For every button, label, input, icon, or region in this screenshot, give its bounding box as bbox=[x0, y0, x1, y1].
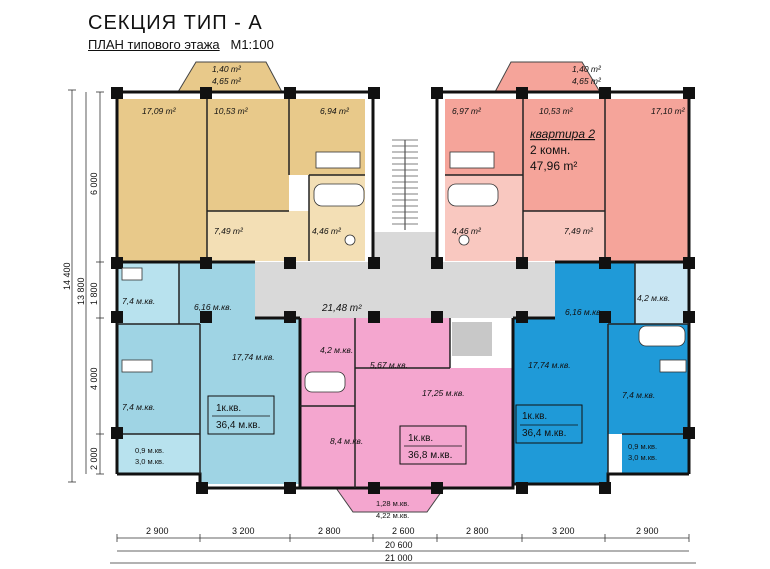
room-tl-17-09 bbox=[117, 99, 207, 261]
label-rb-room: 17,74 м.кв. bbox=[528, 360, 571, 370]
dim-bottom-segment: 2 900 bbox=[146, 526, 169, 536]
stair-steps bbox=[392, 139, 418, 230]
dim-bottom-inner: 20 600 bbox=[385, 540, 413, 550]
label-p-hall: 5,67 м.кв. bbox=[370, 360, 408, 370]
dim-bottom-segment: 2 800 bbox=[466, 526, 489, 536]
lb-apt-area: 36,4 м.кв. bbox=[216, 420, 260, 431]
label-lb-room: 17,74 м.кв. bbox=[232, 352, 275, 362]
label-tl-bath: 4,46 m² bbox=[312, 226, 342, 236]
dim-bottom-segment: 3 200 bbox=[552, 526, 575, 536]
columns bbox=[111, 87, 695, 494]
dim-bottom-segment: 2 900 bbox=[636, 526, 659, 536]
label-p-bath: 4,2 м.кв. bbox=[320, 345, 353, 355]
corridor bbox=[255, 262, 555, 318]
dim-left-total-outer: 14 400 bbox=[62, 262, 72, 290]
p-apt-box bbox=[399, 425, 467, 465]
dim-left-6000: 6 000 bbox=[89, 172, 99, 195]
label-tr-bath: 4,46 m² bbox=[452, 226, 482, 236]
label-rb-hall: 6,16 м.кв. bbox=[565, 307, 603, 317]
label-rb-balc-a: 0,9 м.кв. bbox=[628, 442, 657, 451]
rb-apt-area: 36,4 м.кв. bbox=[522, 428, 566, 439]
dim-left-4000: 4 000 bbox=[89, 367, 99, 390]
label-rb-balc-b: 3,0 м.кв. bbox=[628, 453, 657, 462]
label-tr-hall: 7,49 m² bbox=[564, 226, 594, 236]
dim-bottom-total: 21 000 bbox=[385, 553, 413, 563]
partitions bbox=[117, 99, 689, 488]
rb-apt-box bbox=[515, 404, 583, 444]
balcony-rb bbox=[622, 434, 689, 474]
label-p-room: 17,25 м.кв. bbox=[422, 388, 465, 398]
room-rb-room bbox=[513, 318, 608, 484]
label-tl-hall: 7,49 m² bbox=[214, 226, 244, 236]
subtitle-text: ПЛАН типового этажа bbox=[88, 37, 220, 52]
label-p-balc-b: 4,22 м.кв. bbox=[376, 511, 409, 520]
dim-left-total-inner: 13 800 bbox=[76, 277, 86, 305]
label-lb-kitchen: 7,4 м.кв. bbox=[122, 402, 155, 412]
room-p-bath bbox=[300, 318, 355, 406]
fixtures bbox=[121, 151, 687, 393]
dim-bottom-segment: 2 800 bbox=[318, 526, 341, 536]
label-tl-kitchen: 6,94 m² bbox=[320, 106, 350, 116]
label-rb-bath: 4,2 м.кв. bbox=[637, 293, 670, 303]
dim-left-1800: 1 800 bbox=[89, 282, 99, 305]
room-tr-hall bbox=[523, 211, 605, 261]
dim-bottom-segment: 2 600 bbox=[392, 526, 415, 536]
label-tl-room2: 10,53 m² bbox=[214, 106, 249, 116]
dim-left-2000: 2 000 bbox=[89, 447, 99, 470]
label-lb-bath: 7,4 м.кв. bbox=[122, 296, 155, 306]
label-corridor: 21,48 m² bbox=[321, 303, 362, 314]
label-balcony-tr-a: 1,40 m² bbox=[572, 64, 602, 74]
apt2-rooms: 2 комн. bbox=[530, 143, 570, 157]
label-balcony-tl-b: 4,65 m² bbox=[212, 76, 242, 86]
p-apt-type: 1к.кв. bbox=[408, 433, 433, 444]
label-p-kitchen: 8,4 м.кв. bbox=[330, 436, 363, 446]
label-tl-room1: 17,09 m² bbox=[142, 106, 177, 116]
room-tl-10-53 bbox=[207, 99, 289, 211]
rb-apt-type: 1к.кв. bbox=[522, 411, 547, 422]
room-lb-room bbox=[200, 324, 300, 484]
room-p-kitchen bbox=[300, 406, 355, 488]
left-dimension-lines bbox=[68, 89, 104, 483]
label-tr-kitchen: 6,97 m² bbox=[452, 106, 482, 116]
apt2-title: квартира 2 bbox=[530, 127, 595, 141]
label-tr-room1: 17,10 m² bbox=[651, 106, 686, 116]
scale-label: М1:100 bbox=[230, 37, 274, 52]
room-lb-hall bbox=[179, 262, 255, 324]
stair-landing bbox=[373, 232, 437, 262]
lb-apt-box bbox=[207, 395, 275, 435]
label-lb-balc-b: 3,0 м.кв. bbox=[135, 457, 164, 466]
shaft bbox=[452, 322, 492, 356]
page-title: СЕКЦИЯ ТИП - А bbox=[88, 12, 263, 34]
room-tr-17-10 bbox=[605, 99, 689, 261]
bottom-dimension-lines bbox=[110, 534, 696, 564]
lb-apt-type: 1к.кв. bbox=[216, 403, 241, 414]
apt2-area: 47,96 m² bbox=[530, 159, 577, 173]
label-p-balc-a: 1,28 м.кв. bbox=[376, 499, 409, 508]
room-tr-10-53 bbox=[523, 99, 605, 211]
room-lb-main-link bbox=[255, 318, 300, 328]
room-rb-hall bbox=[555, 262, 635, 324]
dim-bottom-segment: 3 200 bbox=[232, 526, 255, 536]
room-tl-hall bbox=[207, 211, 309, 261]
room-p-hall bbox=[355, 318, 450, 368]
label-balcony-tl-a: 1,40 m² bbox=[212, 64, 242, 74]
room-p-room bbox=[355, 368, 513, 488]
balcony-lb bbox=[117, 434, 200, 474]
page-subtitle: ПЛАН типового этажа М1:100 bbox=[88, 37, 274, 52]
label-lb-balc-a: 0,9 м.кв. bbox=[135, 446, 164, 455]
label-balcony-tr-b: 4,65 m² bbox=[572, 76, 602, 86]
room-rb-bath bbox=[635, 262, 689, 324]
room-lb-kitchen bbox=[117, 324, 200, 434]
p-apt-area: 36,8 м.кв. bbox=[408, 450, 452, 461]
label-rb-kitchen: 7,4 м.кв. bbox=[622, 390, 655, 400]
label-lb-hall: 6,16 м.кв. bbox=[194, 302, 232, 312]
label-tr-room2: 10,53 m² bbox=[539, 106, 574, 116]
